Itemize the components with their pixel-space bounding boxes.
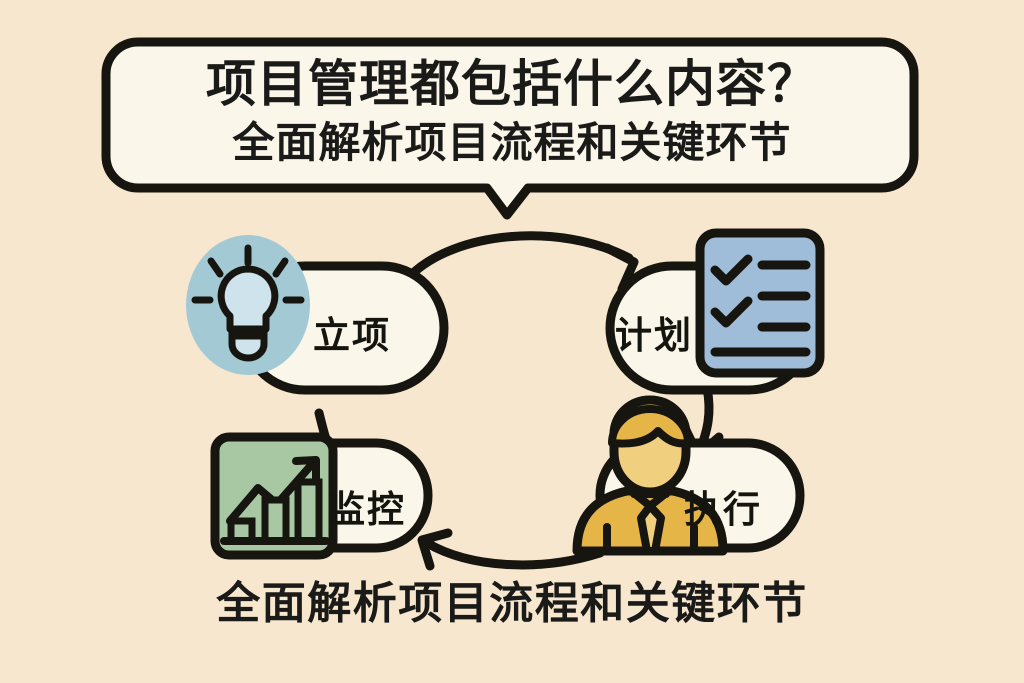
node-label-zhixing: 执行 bbox=[684, 489, 762, 530]
lightbulb-icon bbox=[186, 235, 310, 375]
lightbulb-icon-glass bbox=[217, 265, 279, 333]
title-card bbox=[101, 37, 919, 220]
checklist-icon-marks bbox=[710, 254, 811, 357]
business-person-icon-hair bbox=[608, 405, 692, 448]
checklist-icon bbox=[695, 228, 825, 378]
lightbulb-icon-rays bbox=[191, 244, 305, 304]
business-person-icon-tie bbox=[637, 502, 665, 555]
business-person-icon bbox=[572, 395, 728, 556]
title-line-1: 项目管理都包括什么内容？ bbox=[206, 56, 818, 112]
edge-lixiang-to-jihua bbox=[405, 231, 634, 281]
edge-zhixing-to-jiankong-arrowhead bbox=[417, 528, 453, 571]
edge-zhixing-to-jiankong bbox=[422, 538, 605, 570]
node-label-jiankong: 监控 bbox=[328, 489, 406, 530]
business-person-icon-creases bbox=[603, 523, 698, 555]
node-label-lixiang: 立项 bbox=[313, 315, 391, 356]
growth-chart-icon bbox=[210, 432, 338, 560]
title-card-bubble bbox=[101, 37, 919, 220]
node-label-jihua: 计划 bbox=[615, 315, 693, 356]
footer-caption: 全面解析项目流程和关键环节 bbox=[216, 579, 808, 628]
title-line-2: 全面解析项目流程和关键环节 bbox=[232, 119, 792, 166]
